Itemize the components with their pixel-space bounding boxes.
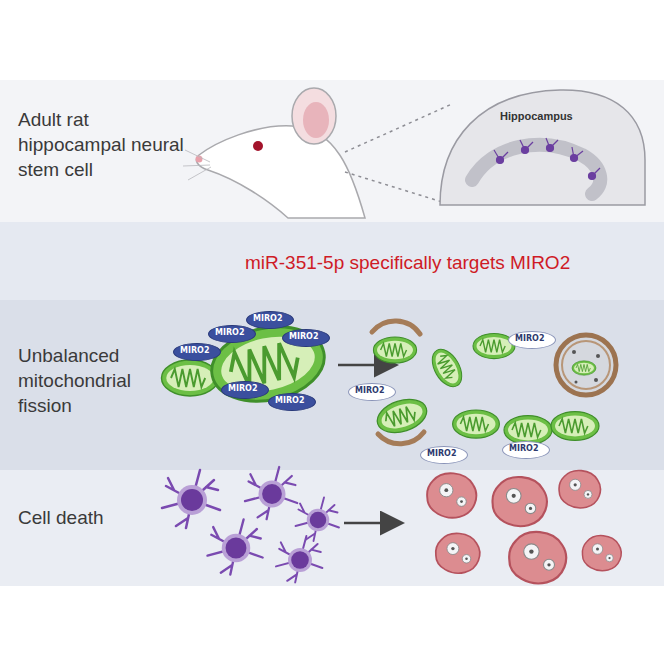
band: Adult rat hippocampal neural stem cell bbox=[0, 80, 664, 222]
protein-tag: MIRO2 bbox=[502, 441, 550, 459]
rat bbox=[183, 88, 365, 218]
protein-tag: MIRO2 bbox=[246, 311, 294, 329]
protein-label: MIRO2 bbox=[427, 449, 461, 459]
protein-label: MIRO2 bbox=[509, 444, 543, 454]
protein-tag: MIRO2 bbox=[348, 383, 396, 401]
protein-label: MIRO2 bbox=[515, 334, 549, 344]
protein-label: MIRO2 bbox=[253, 314, 287, 324]
band: miR-351-5p specifically targets MIRO2 bbox=[0, 222, 664, 300]
protein-label: MIRO2 bbox=[355, 386, 389, 396]
protein-label: MIRO2 bbox=[215, 328, 249, 338]
band-text: Cell death bbox=[18, 505, 158, 530]
band-text: Adult rat hippocampal neural stem cell bbox=[18, 107, 193, 182]
protein-tag: MIRO2 bbox=[208, 325, 256, 343]
band-text: Unbalanced mitochondrial fission bbox=[18, 343, 168, 418]
band: Unbalanced mitochondrial fissionMIRO2MIR… bbox=[0, 300, 664, 470]
protein-tag: MIRO2 bbox=[221, 381, 269, 399]
band-text: miR-351-5p specifically targets MIRO2 bbox=[245, 250, 645, 275]
brain-slice bbox=[440, 90, 645, 205]
band: Cell death bbox=[0, 470, 664, 586]
protein-label: MIRO2 bbox=[180, 346, 214, 356]
protein-label: MIRO2 bbox=[289, 332, 323, 342]
protein-tag: MIRO2 bbox=[268, 393, 316, 411]
region-label: Hippocampus bbox=[500, 110, 573, 122]
protein-label: MIRO2 bbox=[228, 384, 262, 394]
protein-tag: MIRO2 bbox=[173, 343, 221, 361]
protein-tag: MIRO2 bbox=[508, 331, 556, 349]
protein-tag: MIRO2 bbox=[420, 446, 468, 464]
protein-label: MIRO2 bbox=[275, 396, 309, 406]
protein-tag: MIRO2 bbox=[282, 329, 330, 347]
